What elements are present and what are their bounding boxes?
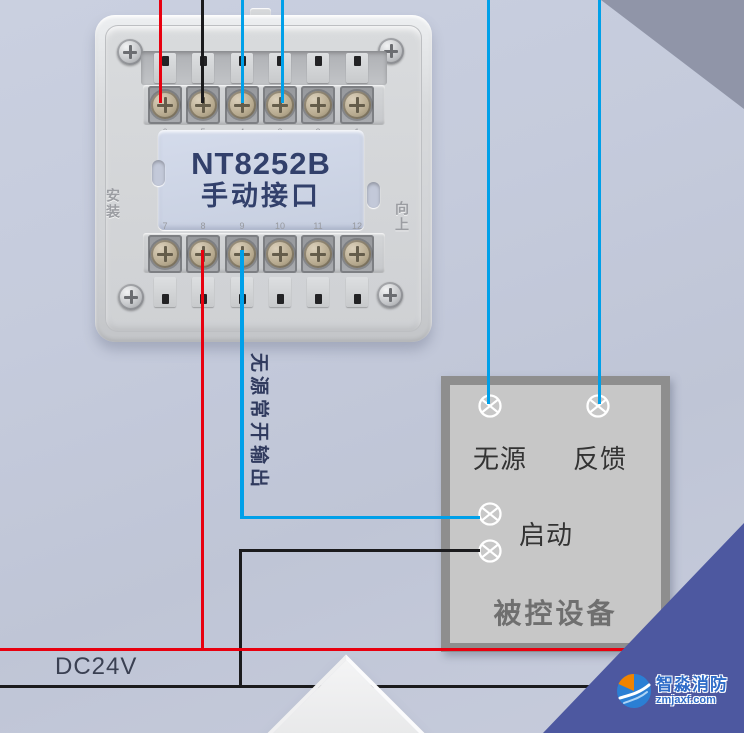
terminal-screw <box>263 86 297 124</box>
corner-screw-icon <box>117 39 143 65</box>
corner-screw-icon <box>118 284 144 310</box>
terminal-label-start: 启动 <box>518 520 573 550</box>
terminal-screw <box>148 235 182 273</box>
terminal-label-feedback: 反馈 <box>572 444 627 474</box>
terminal-screw <box>301 86 335 124</box>
device-corner-shape <box>230 654 467 733</box>
corner-screw-icon <box>377 282 403 308</box>
wire-red-top <box>158 0 162 103</box>
wire-red-terminal8-to-bus <box>200 250 204 650</box>
engraving-right: 向上 <box>394 201 410 233</box>
label-plate: NT8252B 手动接口 <box>158 130 364 230</box>
contact-tab <box>154 277 176 307</box>
wire-blue-output-vertical <box>240 250 244 519</box>
power-label: DC24V <box>55 653 138 680</box>
contact-tab <box>346 53 368 83</box>
terminal-number: 11 <box>313 221 323 231</box>
wire-black-dc24v-bus <box>0 684 592 688</box>
wire-blue-feedback <box>597 0 601 404</box>
controlled-device-box: 无源 反馈 启动 被控设备 <box>441 376 670 652</box>
wire-red-dc24v-bus <box>0 647 630 651</box>
watermark: 智淼消防 zmjaxf.com <box>616 673 728 709</box>
module-nt8252b: 6 5 4 3 2 1 NT8252B 手动接口 安装 向上 7 8 9 10 … <box>95 15 432 342</box>
mounting-slot <box>152 160 165 186</box>
wire-black-start-horizontal <box>239 548 480 552</box>
terminal-screw <box>148 86 182 124</box>
wire-blue-output-horizontal <box>240 515 480 519</box>
contact-tab <box>154 53 176 83</box>
wire-black-start-vertical <box>239 548 242 688</box>
terminal-screw <box>340 235 374 273</box>
contact-tab <box>307 53 329 83</box>
terminal-screw <box>301 235 335 273</box>
contact-tab <box>307 277 329 307</box>
terminal-number: 8 <box>200 221 206 231</box>
module-name: 手动接口 <box>201 181 321 212</box>
terminal-number: 9 <box>239 221 245 231</box>
top-right-corner-shape <box>601 0 744 109</box>
mounting-slot <box>367 182 380 208</box>
brand-logo-icon <box>617 674 651 708</box>
wire-blue-passive <box>486 0 490 404</box>
screw-terminal-icon <box>478 502 502 526</box>
terminal-label-passive: 无源 <box>472 444 527 474</box>
wire-black-top <box>200 0 204 103</box>
terminal-screw <box>340 86 374 124</box>
contact-tab <box>269 277 291 307</box>
terminal-screw <box>225 86 259 124</box>
engraving-left: 安装 <box>105 188 121 220</box>
terminal-number: 10 <box>274 221 285 231</box>
terminal-number: 7 <box>162 221 168 231</box>
brand-site: zmjaxf.com <box>656 694 716 706</box>
wire-blue-top-1 <box>240 0 244 103</box>
terminal-number: 12 <box>351 221 362 231</box>
module-model: NT8252B <box>191 145 331 181</box>
contact-tab <box>346 277 368 307</box>
terminal-screw <box>263 235 297 273</box>
brand-name: 智淼消防 <box>656 675 728 694</box>
wire-blue-top-2 <box>280 0 284 103</box>
contact-tab <box>269 53 291 83</box>
controlled-device-title: 被控设备 <box>493 598 618 629</box>
output-wire-label: 无源常开输出 <box>248 353 269 492</box>
screw-terminal-icon <box>478 394 502 418</box>
screw-terminal-icon <box>478 539 502 563</box>
